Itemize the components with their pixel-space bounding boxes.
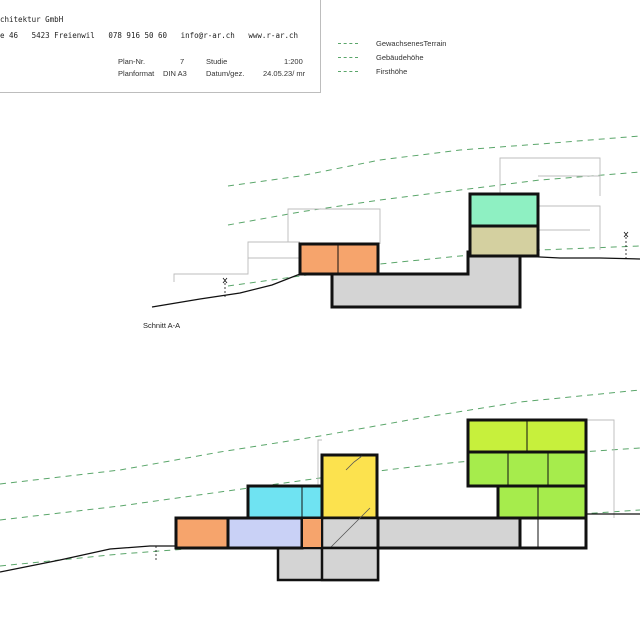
room-orange	[298, 242, 380, 276]
terrain-line-right	[519, 255, 640, 260]
datum-value: 24.05.23/ mr	[263, 69, 306, 78]
stair-basement	[320, 546, 380, 582]
neighbour-outlines	[173, 157, 601, 282]
section-a-label: Schnitt A-A	[143, 321, 180, 330]
stair-core	[320, 453, 379, 520]
datum-label: Datum/gez.	[206, 69, 245, 78]
phase-label: Studie	[206, 57, 228, 66]
room-green-low	[496, 484, 588, 520]
company-address: e 46 5423 Freienwil 078 916 50 60 info@r…	[0, 31, 299, 40]
legend-dash	[338, 43, 358, 44]
room-cyan	[246, 484, 324, 520]
stair-lower	[320, 516, 380, 550]
legend-dash	[338, 71, 358, 72]
room-orange-b	[174, 516, 230, 550]
corridor-b	[376, 516, 522, 550]
natural-terrain-line	[227, 245, 640, 287]
ridge-height-line	[227, 135, 640, 187]
legend-label: Gebäudehöhe	[376, 53, 424, 62]
building-height-line-b	[0, 447, 640, 521]
room-mint	[468, 192, 540, 228]
section-a: Schnitt A-A	[143, 135, 640, 330]
room-khaki	[468, 224, 540, 258]
plan-nr-label: Plan-Nr.	[118, 57, 146, 66]
neighbour-outlines-b	[317, 419, 615, 518]
scale-value: 1:200	[284, 57, 303, 66]
room-lilac	[226, 516, 304, 550]
legend-label: Firsthöhe	[376, 67, 408, 76]
room-orange-small	[301, 517, 323, 549]
ridge-height-line-b	[0, 389, 640, 485]
planformat-value: DIN A3	[163, 69, 187, 78]
legend-dash	[338, 57, 358, 58]
planformat-label: Planformat	[118, 69, 155, 78]
building-height-line	[227, 171, 640, 226]
company-name: chitektur GmbH	[0, 15, 64, 24]
section-b	[0, 389, 640, 582]
room-green-mid	[466, 450, 588, 488]
plan-nr-value: 7	[180, 57, 185, 66]
room-white	[518, 516, 588, 550]
terrain-line-b	[0, 545, 175, 573]
title-block: chitektur GmbH e 46 5423 Freienwil 078 9…	[0, 0, 321, 93]
survey-marker	[222, 231, 629, 298]
legend-label: GewachsenesTerrain	[376, 39, 447, 48]
